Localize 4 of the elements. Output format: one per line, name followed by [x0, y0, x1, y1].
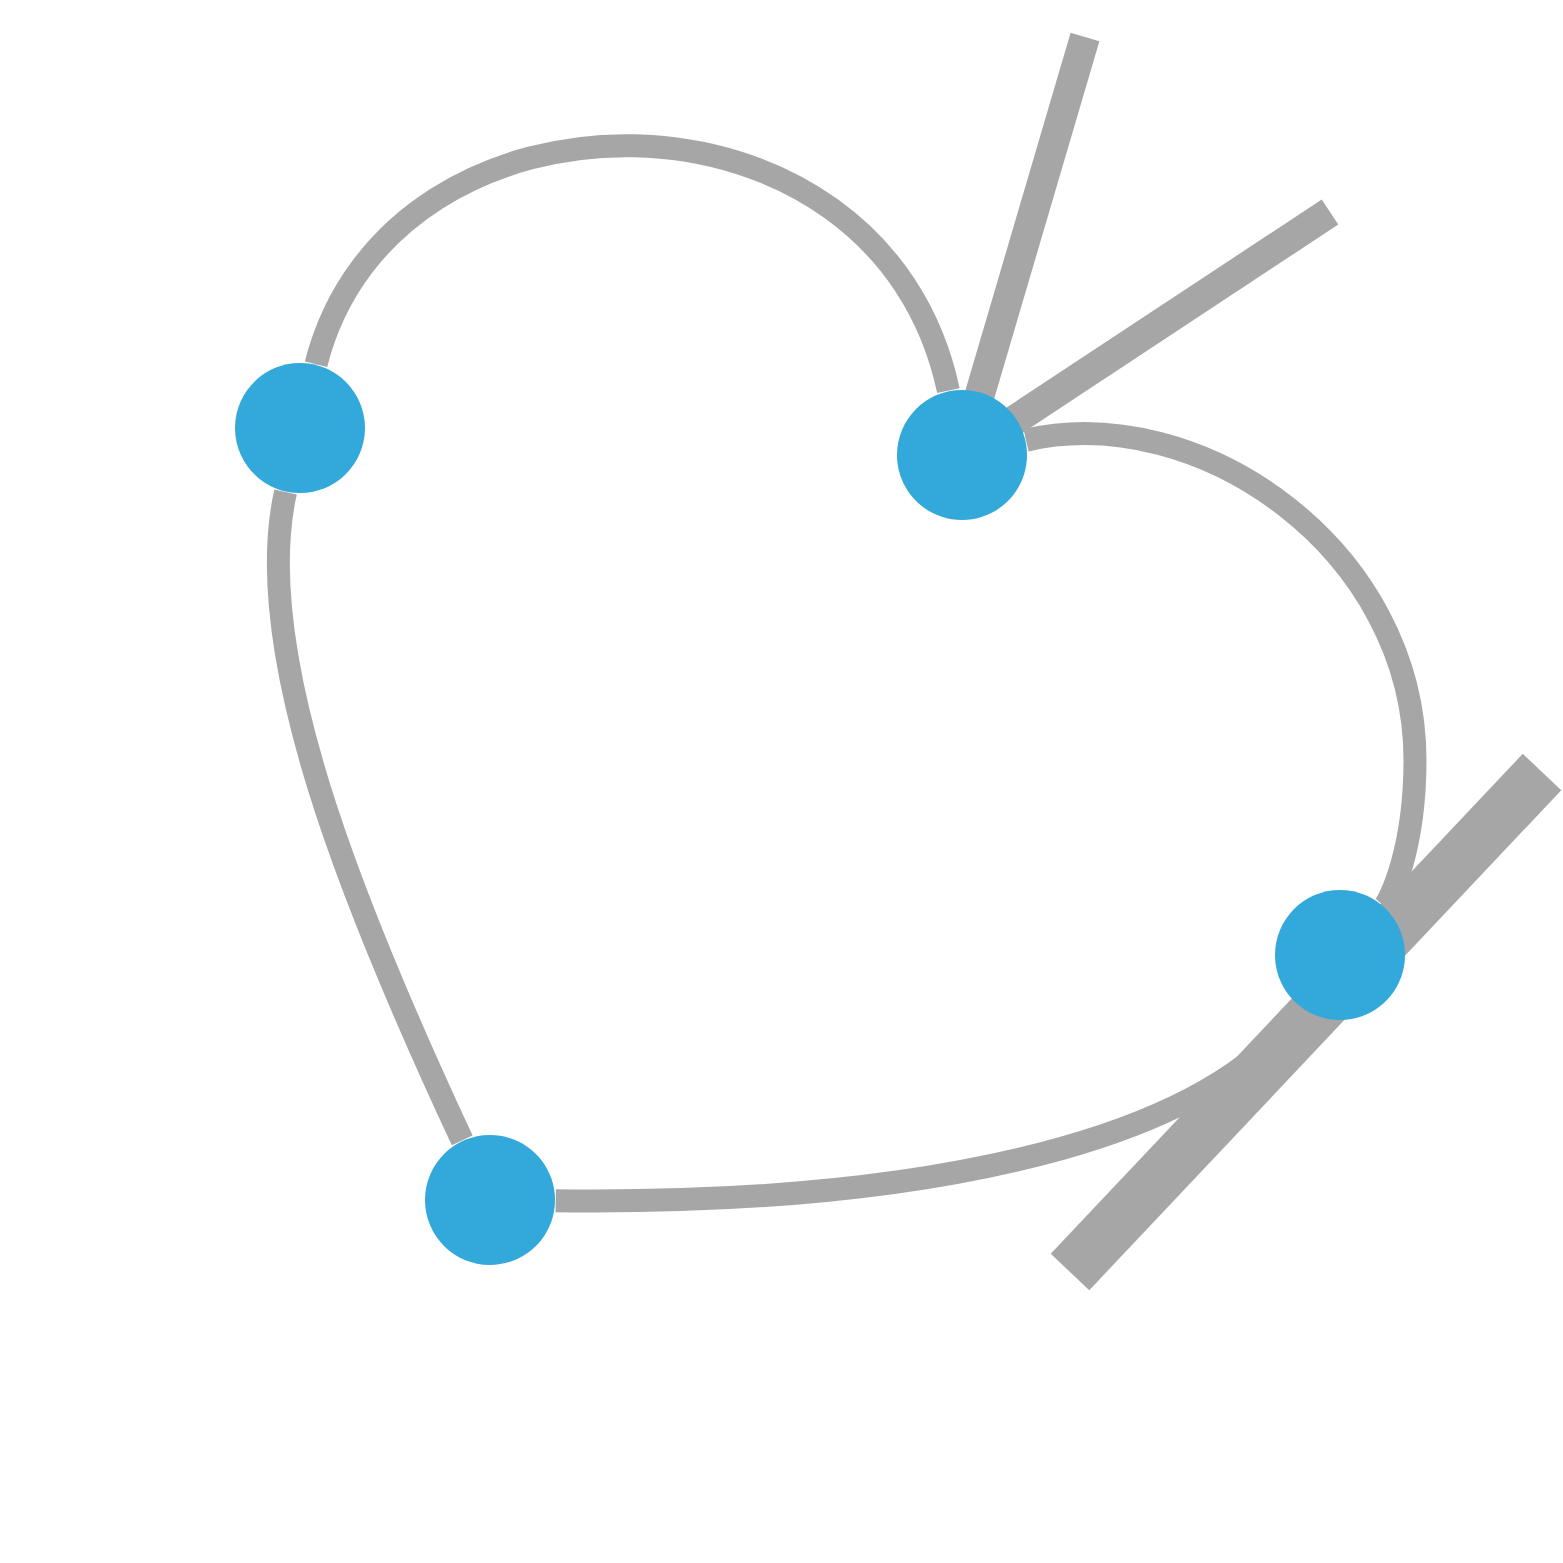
- point-circle: [1275, 890, 1405, 1020]
- point-circle: [897, 390, 1027, 520]
- point-circle: [235, 363, 365, 493]
- point-circle: [425, 1135, 555, 1265]
